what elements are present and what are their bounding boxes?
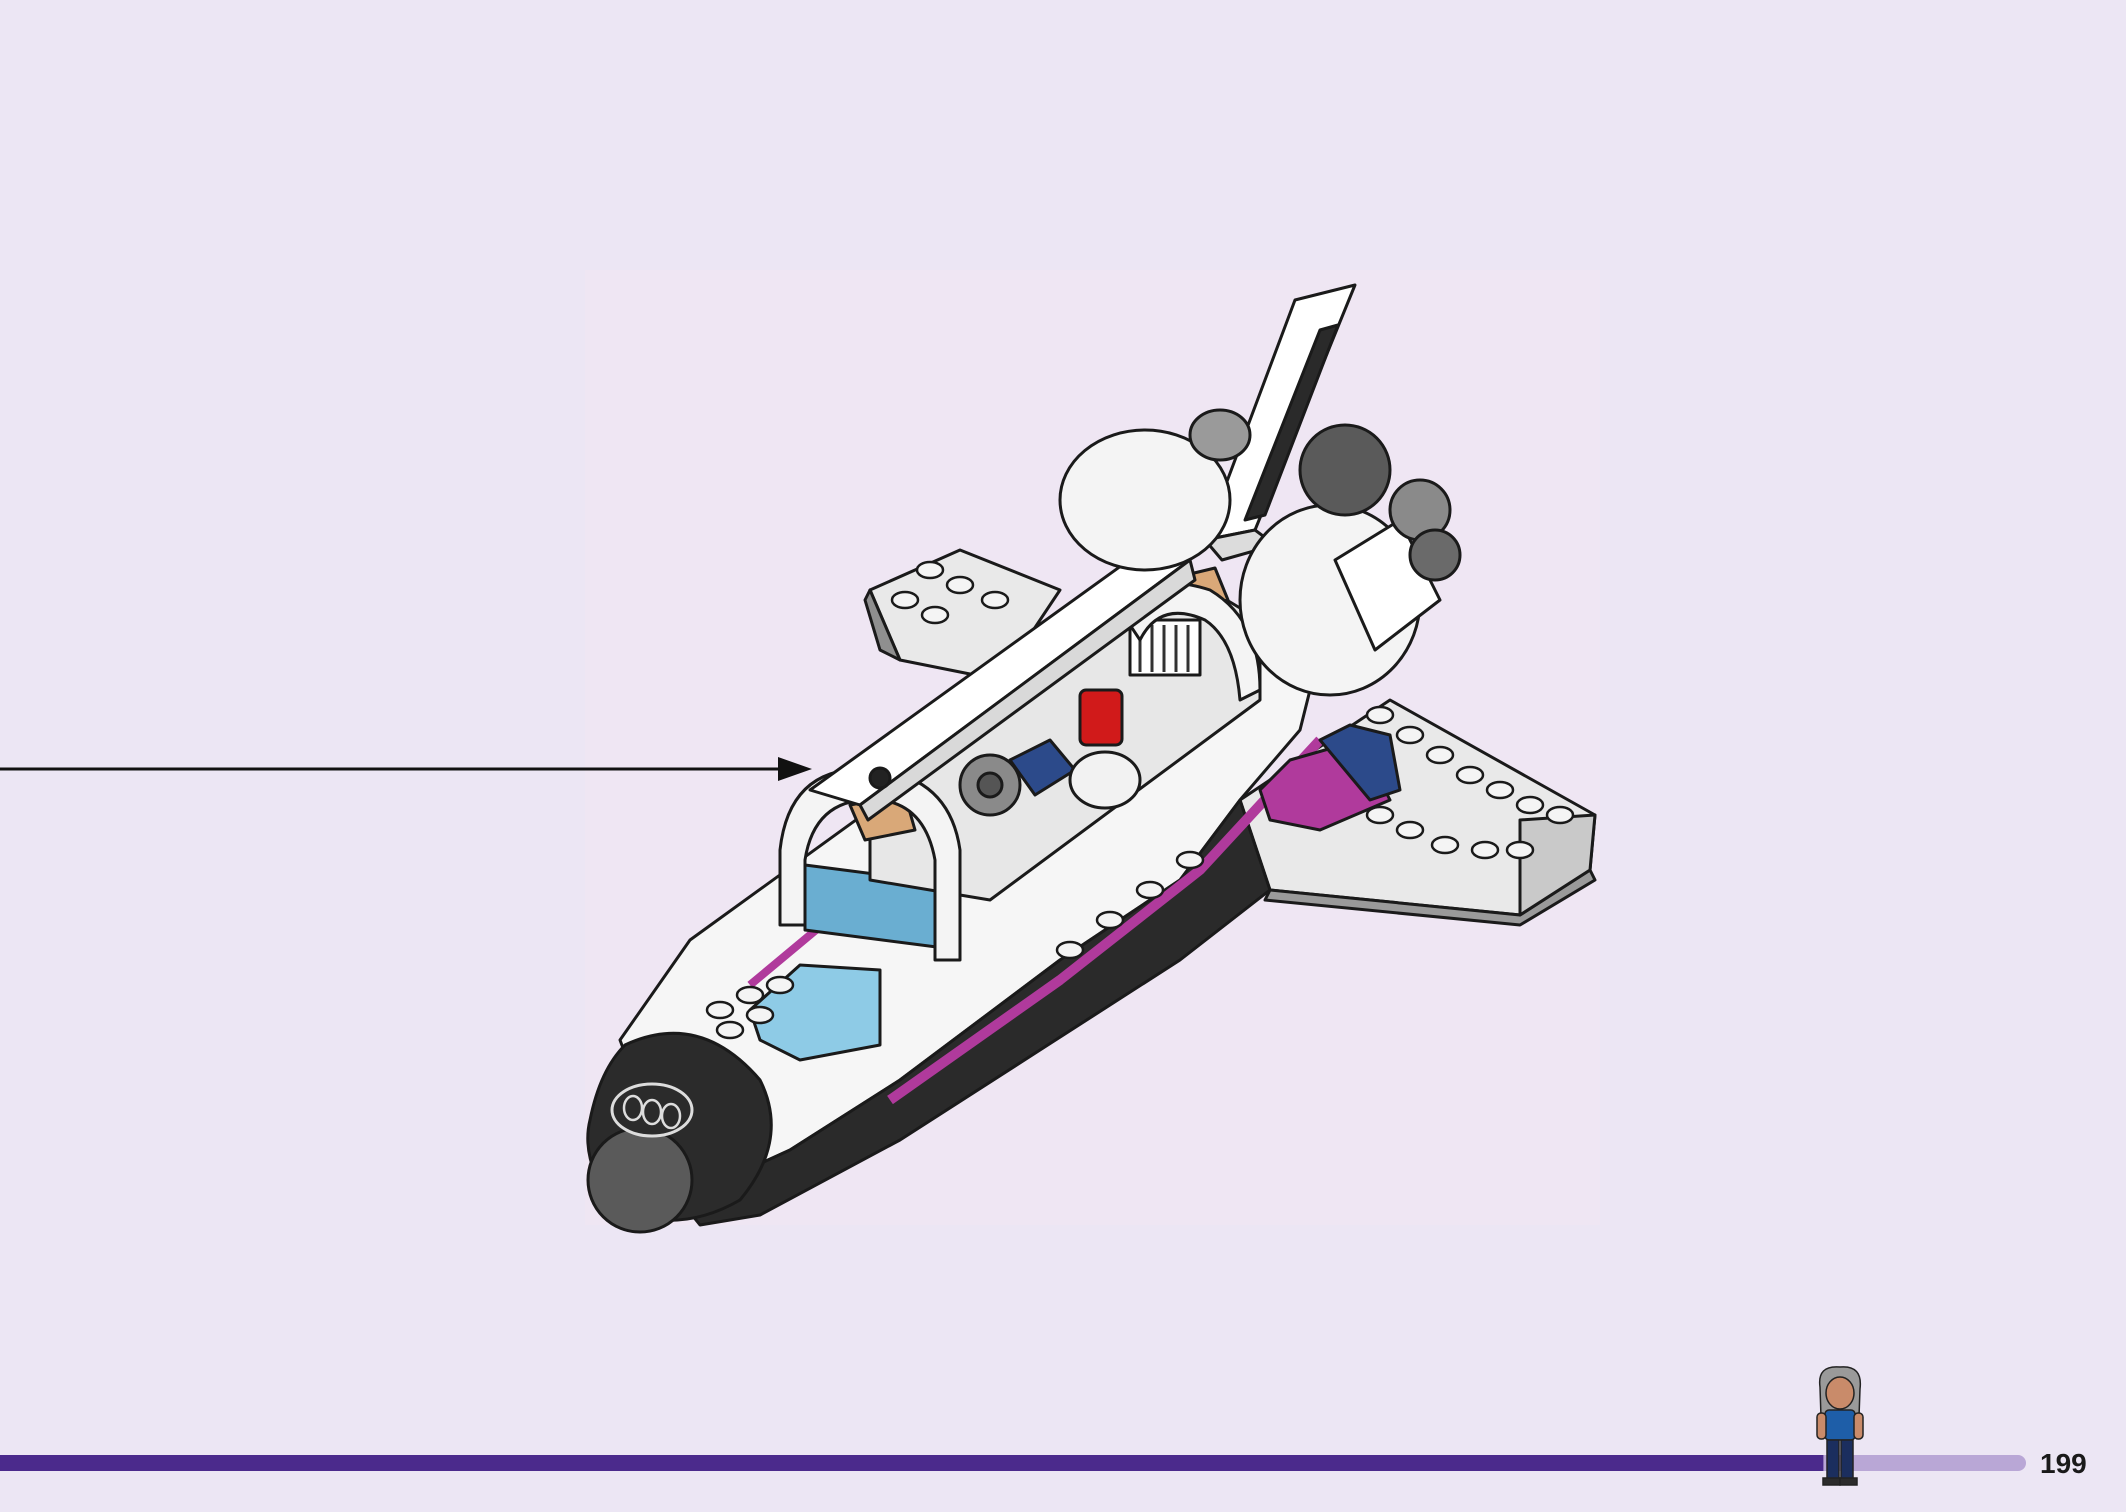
space-shuttle-model bbox=[586, 283, 1597, 1234]
nose-cone bbox=[586, 1031, 773, 1234]
engine-pod-upper bbox=[1058, 408, 1252, 572]
payload-bay bbox=[868, 558, 1262, 902]
minifigure-icon bbox=[1816, 1366, 1864, 1486]
progress-fill bbox=[0, 1455, 1824, 1471]
progress-bar bbox=[0, 1455, 2026, 1471]
arrow-pointer-icon bbox=[0, 757, 812, 781]
engine-pod-lower bbox=[1238, 423, 1462, 697]
page-number: 199 bbox=[2040, 1448, 2087, 1479]
studs bbox=[705, 560, 1575, 1040]
tail-fin bbox=[1203, 283, 1357, 562]
navy-tile bbox=[1318, 723, 1402, 802]
